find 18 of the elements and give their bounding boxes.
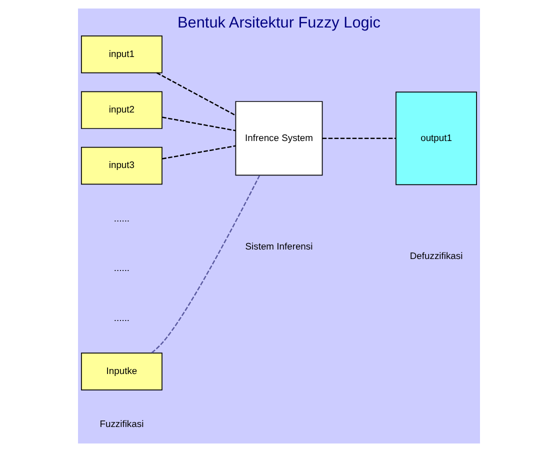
label: ......: [114, 212, 130, 224]
label: Sistem Inferensi: [245, 240, 313, 252]
diagram-title: Bentuk Arsitektur Fuzzy Logic: [178, 14, 380, 32]
node-box: input3: [81, 146, 162, 185]
connector: [151, 175, 260, 354]
node-box: input1: [81, 36, 162, 74]
label: Defuzzifikasi: [410, 250, 463, 262]
label: ......: [114, 312, 130, 323]
connector: [162, 116, 236, 132]
connector: [156, 72, 236, 116]
node-box: Inputke: [81, 352, 162, 390]
label: ......: [114, 262, 130, 274]
label: Fuzzifikasi: [100, 418, 144, 430]
connector: [162, 145, 236, 160]
node-box: Infrence System: [235, 101, 323, 176]
node-box: output1: [396, 92, 477, 186]
connector: [322, 138, 396, 139]
node-box: input2: [81, 91, 162, 129]
